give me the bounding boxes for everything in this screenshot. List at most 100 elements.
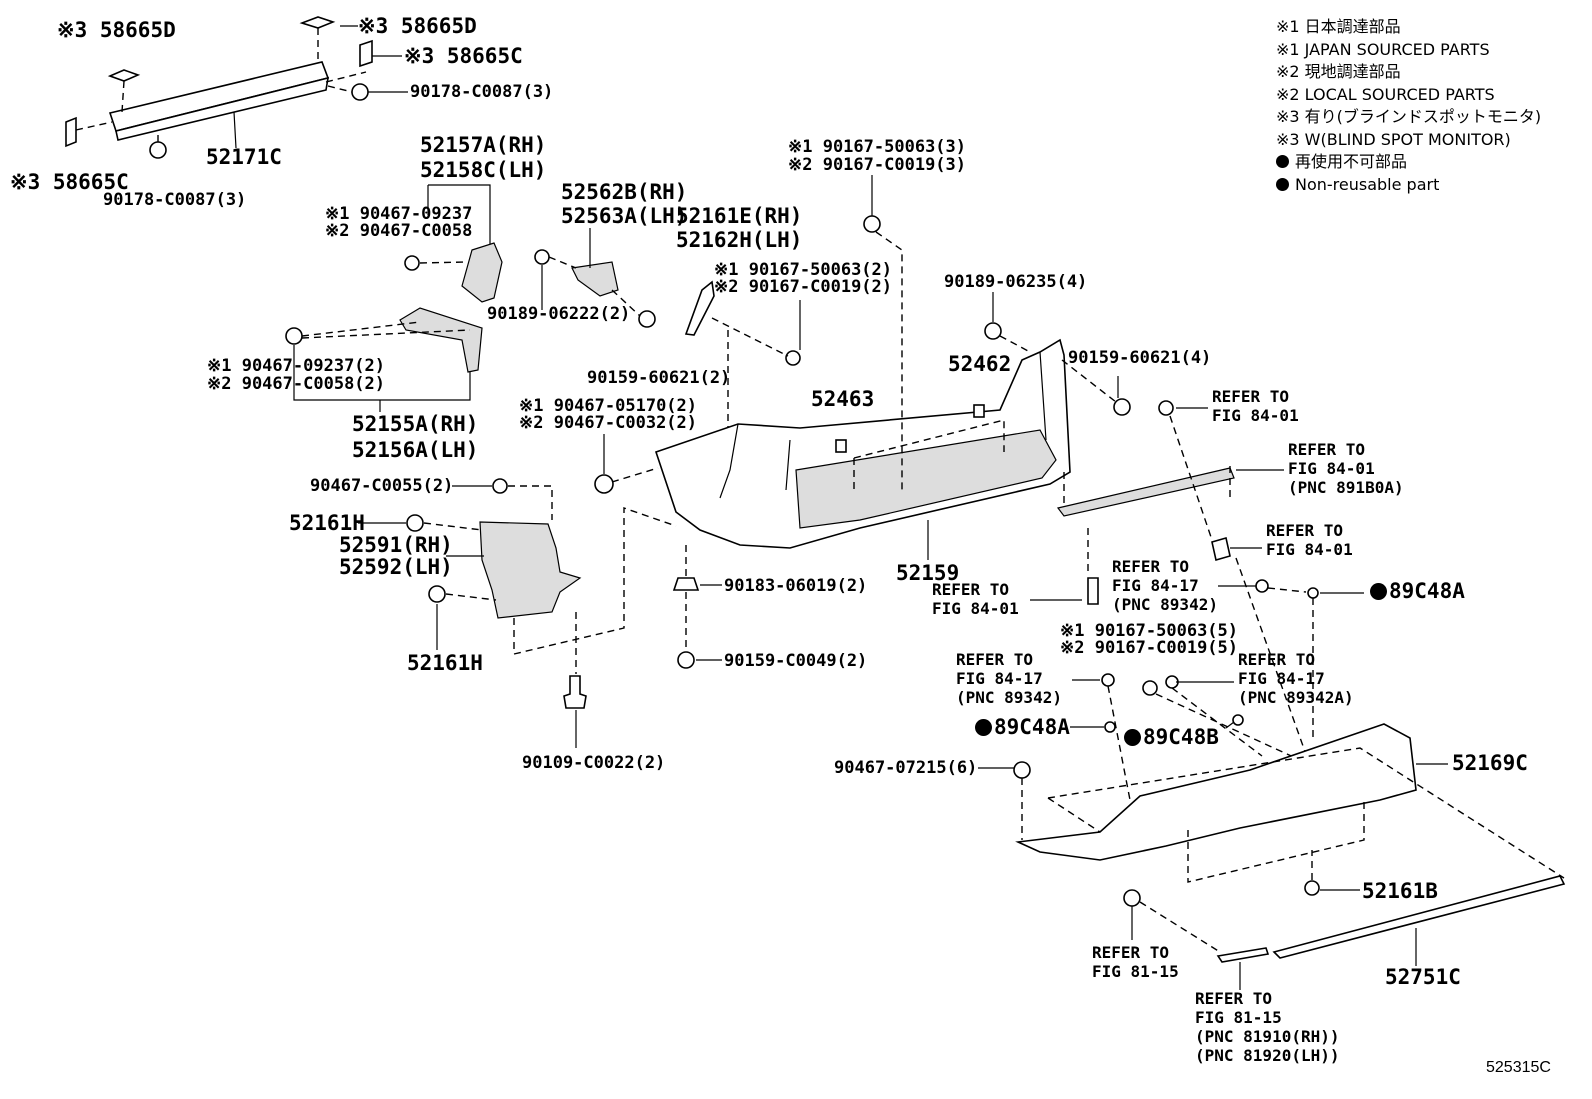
legend-line-5: ※3 有り(ブラインドスポットモニタ) bbox=[1276, 107, 1542, 126]
label-90467-c0058[interactable]: ※2 90467-C0058 bbox=[325, 221, 473, 241]
refer-fig-84-01-a[interactable]: REFER TO FIG 84-01 bbox=[1212, 387, 1299, 425]
refer-fig-84-17-89342a[interactable]: REFER TO FIG 84-17 (PNC 89342A) bbox=[1238, 650, 1354, 707]
label-58665d-right[interactable]: ※3 58665D bbox=[358, 14, 477, 38]
clip-90467-c0055 bbox=[492, 478, 508, 494]
label-90109-c0022[interactable]: 90109-C0022(2) bbox=[522, 753, 666, 773]
label-89c48b[interactable]: 89C48B bbox=[1124, 726, 1219, 749]
pad-58665c-left bbox=[65, 116, 77, 148]
label-90178-right[interactable]: 90178-C0087(3) bbox=[410, 82, 554, 102]
refer-line: FIG 81-15 bbox=[1092, 962, 1179, 981]
label-89c48a-right[interactable]: 89C48A bbox=[1370, 580, 1465, 603]
clip-90167-50063-2 bbox=[785, 350, 801, 366]
label-90167-50063-5[interactable]: ※1 90167-50063(5) bbox=[1060, 621, 1239, 641]
screw-52161h-lower bbox=[428, 585, 446, 603]
screw-52161h-upper bbox=[406, 514, 424, 532]
sensor-89c48a-left bbox=[1104, 721, 1116, 733]
refer-fig-84-17-89342-b[interactable]: REFER TO FIG 84-17 (PNC 89342) bbox=[956, 650, 1062, 707]
refer-line: REFER TO bbox=[1238, 650, 1316, 669]
label-90467-09237[interactable]: ※1 90467-09237 bbox=[325, 204, 473, 224]
label-90467-c0058-2[interactable]: ※2 90467-C0058(2) bbox=[207, 374, 386, 394]
refer-line: REFER TO bbox=[1288, 440, 1366, 459]
bolt-90159-60621-4 bbox=[1113, 398, 1131, 416]
label-90159-60621-4[interactable]: 90159-60621(4) bbox=[1068, 348, 1212, 368]
label-89c48a-left[interactable]: 89C48A bbox=[975, 716, 1070, 739]
label-90467-09237-2[interactable]: ※1 90467-09237(2) bbox=[207, 356, 386, 376]
illustration-code: 525315C bbox=[1486, 1059, 1551, 1076]
legend-line-1: ※1 日本調達部品 bbox=[1276, 17, 1401, 36]
cover-52161e bbox=[684, 280, 715, 336]
label-52563a[interactable]: 52563A(LH) bbox=[561, 204, 688, 228]
label-90167-50063-3[interactable]: ※1 90167-50063(3) bbox=[788, 137, 967, 157]
refer-line: (PNC 81920(LH)) bbox=[1195, 1046, 1340, 1065]
label-90159-c0049[interactable]: 90159-C0049(2) bbox=[724, 651, 868, 671]
label-52155a[interactable]: 52155A(RH) bbox=[352, 412, 479, 436]
clip-90467-09237-2 bbox=[285, 327, 303, 345]
label-52161b[interactable]: 52161B bbox=[1362, 879, 1438, 903]
legend-text-7: 再使用不可部品 bbox=[1295, 152, 1408, 171]
clip-90167-50063-5 bbox=[1142, 680, 1158, 696]
bumper-cover-52159 bbox=[654, 338, 1071, 549]
label-90159-60621-2[interactable]: 90159-60621(2) bbox=[587, 368, 731, 388]
refer-fig-84-01-b[interactable]: REFER TO FIG 84-01 bbox=[1266, 521, 1353, 559]
label-52161h-lower[interactable]: 52161H bbox=[407, 651, 483, 675]
label-90467-c0032[interactable]: ※2 90467-C0032(2) bbox=[519, 413, 698, 433]
refer-line: REFER TO bbox=[956, 650, 1034, 669]
label-90467-c0055[interactable]: 90467-C0055(2) bbox=[310, 476, 454, 496]
label-52161e[interactable]: 52161E(RH) bbox=[676, 204, 803, 228]
clip-ref-84-01-a bbox=[1158, 400, 1174, 416]
retainer-52155a bbox=[399, 307, 483, 373]
label-52159[interactable]: 52159 bbox=[896, 561, 960, 585]
refer-line: REFER TO bbox=[932, 580, 1010, 599]
refer-line: REFER TO bbox=[1212, 387, 1290, 406]
label-89c48b-text: 89C48B bbox=[1143, 725, 1219, 749]
label-52592[interactable]: 52592(LH) bbox=[339, 555, 453, 579]
clip-ref-84-01-c bbox=[1087, 577, 1099, 605]
label-52169c[interactable]: 52169C bbox=[1452, 751, 1528, 775]
label-90167-c0019-5[interactable]: ※2 90167-C0019(5) bbox=[1060, 638, 1239, 658]
refer-fig-84-01-891b0a[interactable]: REFER TO FIG 84-01 (PNC 891B0A) bbox=[1288, 440, 1404, 497]
legend-line-3: ※2 現地調達部品 bbox=[1276, 62, 1401, 81]
label-90167-c0019-3[interactable]: ※2 90167-C0019(3) bbox=[788, 155, 967, 175]
label-58665c-left[interactable]: ※3 58665C bbox=[10, 170, 129, 194]
label-52463[interactable]: 52463 bbox=[811, 387, 875, 411]
refer-fig-81-15-a[interactable]: REFER TO FIG 81-15 bbox=[1092, 943, 1179, 981]
label-90167-c0019-2[interactable]: ※2 90167-C0019(2) bbox=[714, 277, 893, 297]
refer-fig-84-17-89342-a[interactable]: REFER TO FIG 84-17 (PNC 89342) bbox=[1112, 557, 1218, 614]
label-90467-07215[interactable]: 90467-07215(6) bbox=[834, 758, 978, 778]
label-90183-06019[interactable]: 90183-06019(2) bbox=[724, 576, 868, 596]
non-reusable-dot-icon bbox=[1370, 583, 1387, 600]
label-90467-05170[interactable]: ※1 90467-05170(2) bbox=[519, 396, 698, 416]
label-52158c[interactable]: 52158C(LH) bbox=[420, 158, 547, 182]
legend-line-7: 再使用不可部品 bbox=[1276, 151, 1541, 174]
clip-90467-09237 bbox=[404, 255, 420, 271]
label-52157a[interactable]: 52157A(RH) bbox=[420, 133, 547, 157]
label-58665c-right[interactable]: ※3 58665C bbox=[404, 44, 523, 68]
refer-line: (PNC 89342) bbox=[1112, 595, 1218, 614]
bolt-90109-c0022 bbox=[563, 675, 587, 709]
label-52156a[interactable]: 52156A(LH) bbox=[352, 438, 479, 462]
label-90189-06235[interactable]: 90189-06235(4) bbox=[944, 272, 1088, 292]
non-reusable-dot-icon bbox=[1276, 155, 1289, 168]
mudguard-52591 bbox=[479, 521, 582, 619]
refer-fig-81-15-b[interactable]: REFER TO FIG 81-15 (PNC 81910(RH)) (PNC … bbox=[1195, 989, 1340, 1065]
refer-line: FIG 84-17 bbox=[1112, 576, 1199, 595]
label-52751c[interactable]: 52751C bbox=[1385, 965, 1461, 989]
label-90189-06222[interactable]: 90189-06222(2) bbox=[487, 304, 631, 324]
nut-90178-right bbox=[351, 83, 369, 101]
label-52162h[interactable]: 52162H(LH) bbox=[676, 228, 803, 252]
non-reusable-dot-icon bbox=[975, 719, 992, 736]
refer-line: REFER TO bbox=[1112, 557, 1190, 576]
label-90178-left[interactable]: 90178-C0087(3) bbox=[103, 190, 247, 210]
label-52171c[interactable]: 52171C bbox=[206, 145, 282, 169]
label-52462[interactable]: 52462 bbox=[948, 352, 1012, 376]
label-90167-50063-2[interactable]: ※1 90167-50063(2) bbox=[714, 260, 893, 280]
refer-fig-84-01-c[interactable]: REFER TO FIG 84-01 bbox=[932, 580, 1019, 618]
refer-line: FIG 84-17 bbox=[1238, 669, 1325, 688]
label-52562b[interactable]: 52562B(RH) bbox=[561, 180, 688, 204]
non-reusable-dot-icon bbox=[1124, 729, 1141, 746]
pad-58665c-right bbox=[359, 39, 373, 68]
label-58665d-left[interactable]: ※3 58665D bbox=[57, 18, 176, 42]
label-52161h-upper[interactable]: 52161H bbox=[289, 511, 365, 535]
label-52591[interactable]: 52591(RH) bbox=[339, 533, 453, 557]
